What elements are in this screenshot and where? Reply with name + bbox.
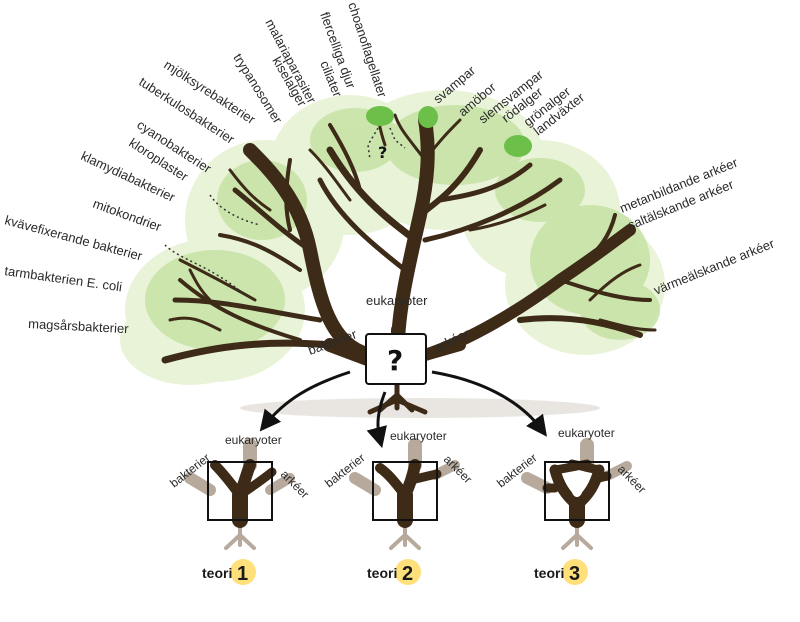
theory-arrows [259,370,547,449]
theory-2-box [372,461,438,521]
theory-1-badge [230,559,256,585]
arrow-to-teori-3 [431,370,547,437]
label-magsarsbakterier: magsårsbakterier [28,316,130,336]
theory-3-badge [562,559,588,585]
main-tree [161,106,657,415]
theory-3-gap [571,477,583,497]
theory-2-number: 2 [402,563,413,585]
theory-1-box [207,461,273,521]
highlighted-leaves [366,106,532,157]
theory-2: eukaryoter bakterier arkéer teori 2 [322,429,475,585]
arrow-to-teori-1 [259,370,351,432]
theory-3-word: teori [534,565,564,581]
theory-3-arkeer: arkéer [615,462,649,496]
theory-1-word: teori [202,565,232,581]
theory-1: eukaryoter bakterier arkéer teori 1 [167,433,312,585]
label-eukaryoter: eukaryoter [366,293,428,308]
dotted-lines [164,127,406,296]
theory-2-word: teori [367,565,397,581]
arrow-to-teori-2 [366,391,387,449]
label-ecoli: tarmbakterien E. coli [4,263,124,294]
theory-3-eukaryoter: eukaryoter [558,426,615,440]
theory-1-number: 1 [237,563,248,585]
theory-2-eukaryoter: eukaryoter [390,429,447,443]
theory-2-badge [395,559,421,585]
theory-1-eukaryoter: eukaryoter [225,433,282,447]
branch-question-mark: ? [378,143,387,162]
theory-3: eukaryoter bakterier arkéer teori 3 [494,426,649,585]
center-question-mark: ? [387,344,403,377]
theory-3-box [544,461,610,521]
label-varmealskande: värmeälskande arkéer [652,235,777,297]
center-question-box [365,333,427,385]
theory-3-number: 3 [569,563,580,585]
label-mitokondrier: mitokondrier [91,196,164,235]
